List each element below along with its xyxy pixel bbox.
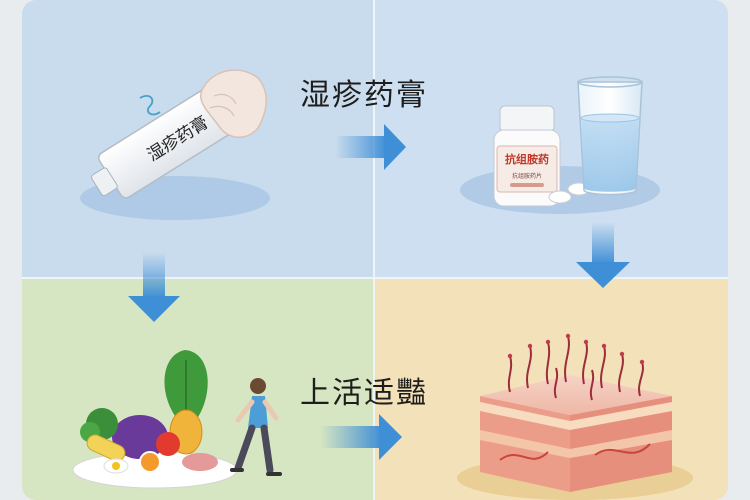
- skin-hairs: [507, 335, 644, 401]
- arrow-right-bottom: [320, 414, 402, 460]
- healthy-lifestyle-illustration: [72, 350, 282, 489]
- runner: [230, 378, 282, 476]
- meat: [182, 453, 218, 471]
- arrow-right-top: [335, 124, 406, 170]
- eczema-cream-label: 湿疹药膏: [300, 78, 428, 113]
- eggplant: [112, 415, 168, 459]
- orange-slice: [139, 451, 161, 473]
- lifestyle-label: 上活适豔: [300, 376, 428, 411]
- arrow-down-right: [576, 222, 630, 288]
- cream-tube-illustration: 湿疹药膏: [80, 69, 270, 220]
- tomato: [156, 432, 180, 456]
- bottle-label-area: [496, 145, 558, 193]
- bottle-title: 抗组胺药: [505, 152, 549, 166]
- arrow-down-left: [128, 252, 180, 322]
- antihistamine-illustration: 抗组胺药 抗组胺药片: [460, 76, 660, 214]
- corn: [86, 434, 126, 462]
- skin-cross-section-illustration: [457, 333, 693, 500]
- hand: [200, 69, 267, 138]
- water-surface: [580, 113, 640, 123]
- squeeze-lines: [139, 94, 161, 116]
- tube-cap: [91, 167, 118, 197]
- bottle-label-stripe: [510, 183, 544, 187]
- bottle-subtitle: 抗组胺药片: [512, 172, 542, 180]
- water: [581, 118, 639, 192]
- bottle-cap: [499, 105, 555, 133]
- pill: [548, 190, 572, 204]
